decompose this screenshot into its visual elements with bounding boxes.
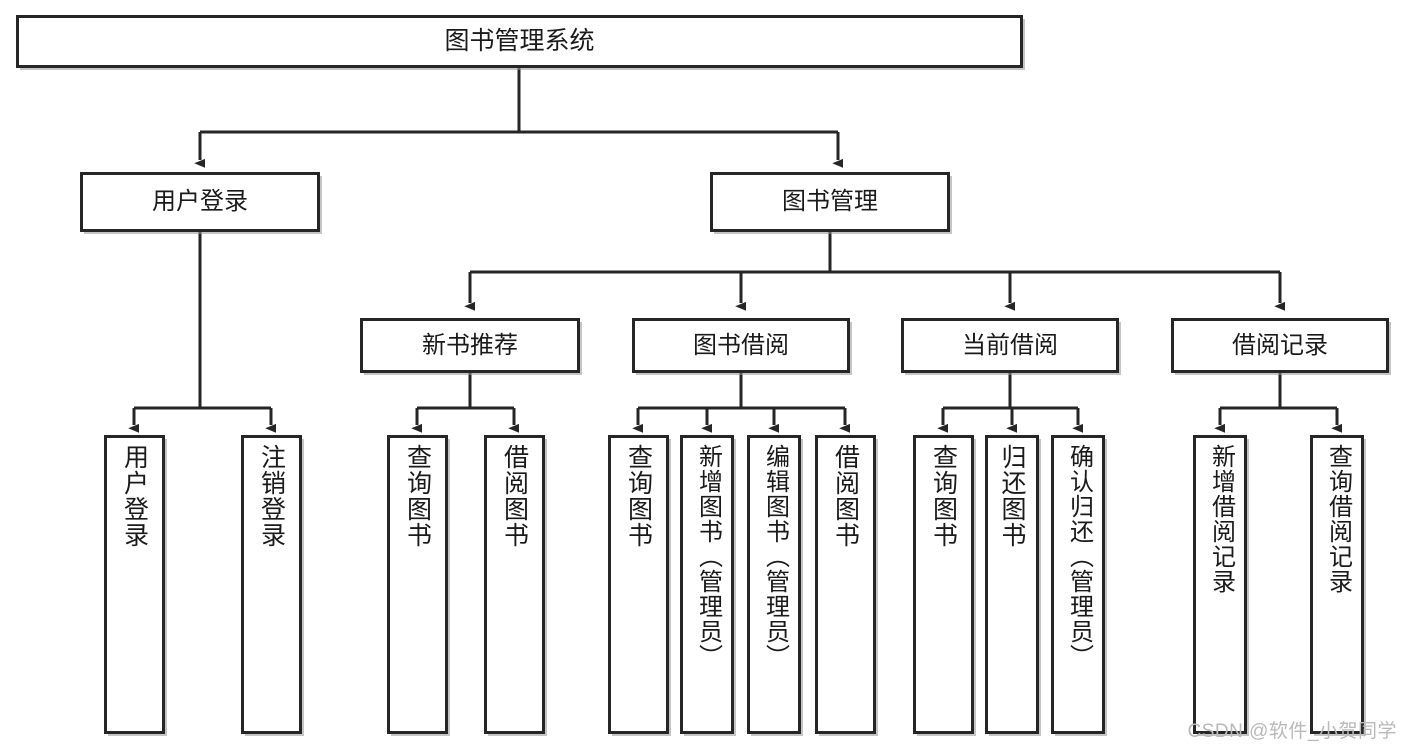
node-new-book-rec-label: 新书推荐	[422, 331, 518, 359]
node-leaf-query-book-1-label: 查询图书	[403, 444, 432, 548]
node-leaf-user-login-label: 用户登录	[120, 444, 149, 548]
node-book-borrow[interactable]: 图书借阅	[632, 318, 850, 373]
node-book-manage[interactable]: 图书管理	[710, 172, 950, 232]
node-borrow-record[interactable]: 借阅记录	[1171, 318, 1389, 373]
node-leaf-user-login[interactable]: 用户登录	[104, 435, 165, 734]
watermark: CSDN @软件_小贺同学	[1187, 721, 1397, 742]
node-leaf-borrow-book-1-label: 借阅图书	[500, 444, 529, 548]
node-leaf-query-book-3[interactable]: 查询图书	[913, 435, 974, 734]
node-leaf-logout-label: 注销登录	[257, 444, 286, 548]
node-user-login-label: 用户登录	[152, 188, 248, 216]
node-book-manage-label: 图书管理	[782, 188, 878, 216]
node-user-login[interactable]: 用户登录	[80, 172, 320, 232]
node-leaf-edit-book-label: 编辑图书（管理员）	[761, 444, 789, 669]
node-current-borrow[interactable]: 当前借阅	[901, 318, 1119, 373]
node-root-label: 图书管理系统	[444, 27, 595, 56]
node-leaf-borrow-book-1[interactable]: 借阅图书	[484, 435, 545, 734]
node-leaf-query-book-3-label: 查询图书	[929, 444, 958, 548]
node-leaf-add-book-label: 新增图书（管理员）	[694, 444, 722, 669]
node-leaf-add-book[interactable]: 新增图书（管理员）	[680, 435, 734, 734]
node-borrow-record-label: 借阅记录	[1232, 331, 1328, 359]
node-leaf-edit-book[interactable]: 编辑图书（管理员）	[747, 435, 801, 734]
node-leaf-return-book[interactable]: 归还图书	[985, 435, 1039, 734]
node-root[interactable]: 图书管理系统	[16, 15, 1023, 68]
node-leaf-add-record[interactable]: 新增借阅记录	[1193, 435, 1247, 734]
node-new-book-rec[interactable]: 新书推荐	[360, 318, 580, 373]
node-leaf-return-book-label: 归还图书	[998, 444, 1026, 548]
node-leaf-query-book-2[interactable]: 查询图书	[608, 435, 669, 734]
node-current-borrow-label: 当前借阅	[962, 331, 1058, 359]
node-leaf-confirm-return[interactable]: 确认归还（管理员）	[1051, 435, 1105, 734]
node-leaf-query-record[interactable]: 查询借阅记录	[1310, 435, 1364, 734]
node-leaf-query-book-2-label: 查询图书	[624, 444, 653, 548]
node-leaf-borrow-book-2-label: 借阅图书	[831, 444, 860, 548]
node-leaf-add-record-label: 新增借阅记录	[1207, 444, 1235, 594]
node-leaf-confirm-return-label: 确认归还（管理员）	[1065, 444, 1093, 669]
node-book-borrow-label: 图书借阅	[693, 331, 789, 359]
node-leaf-borrow-book-2[interactable]: 借阅图书	[815, 435, 876, 734]
node-leaf-logout[interactable]: 注销登录	[241, 435, 302, 734]
node-leaf-query-book-1[interactable]: 查询图书	[387, 435, 448, 734]
node-leaf-query-record-label: 查询借阅记录	[1324, 444, 1352, 594]
